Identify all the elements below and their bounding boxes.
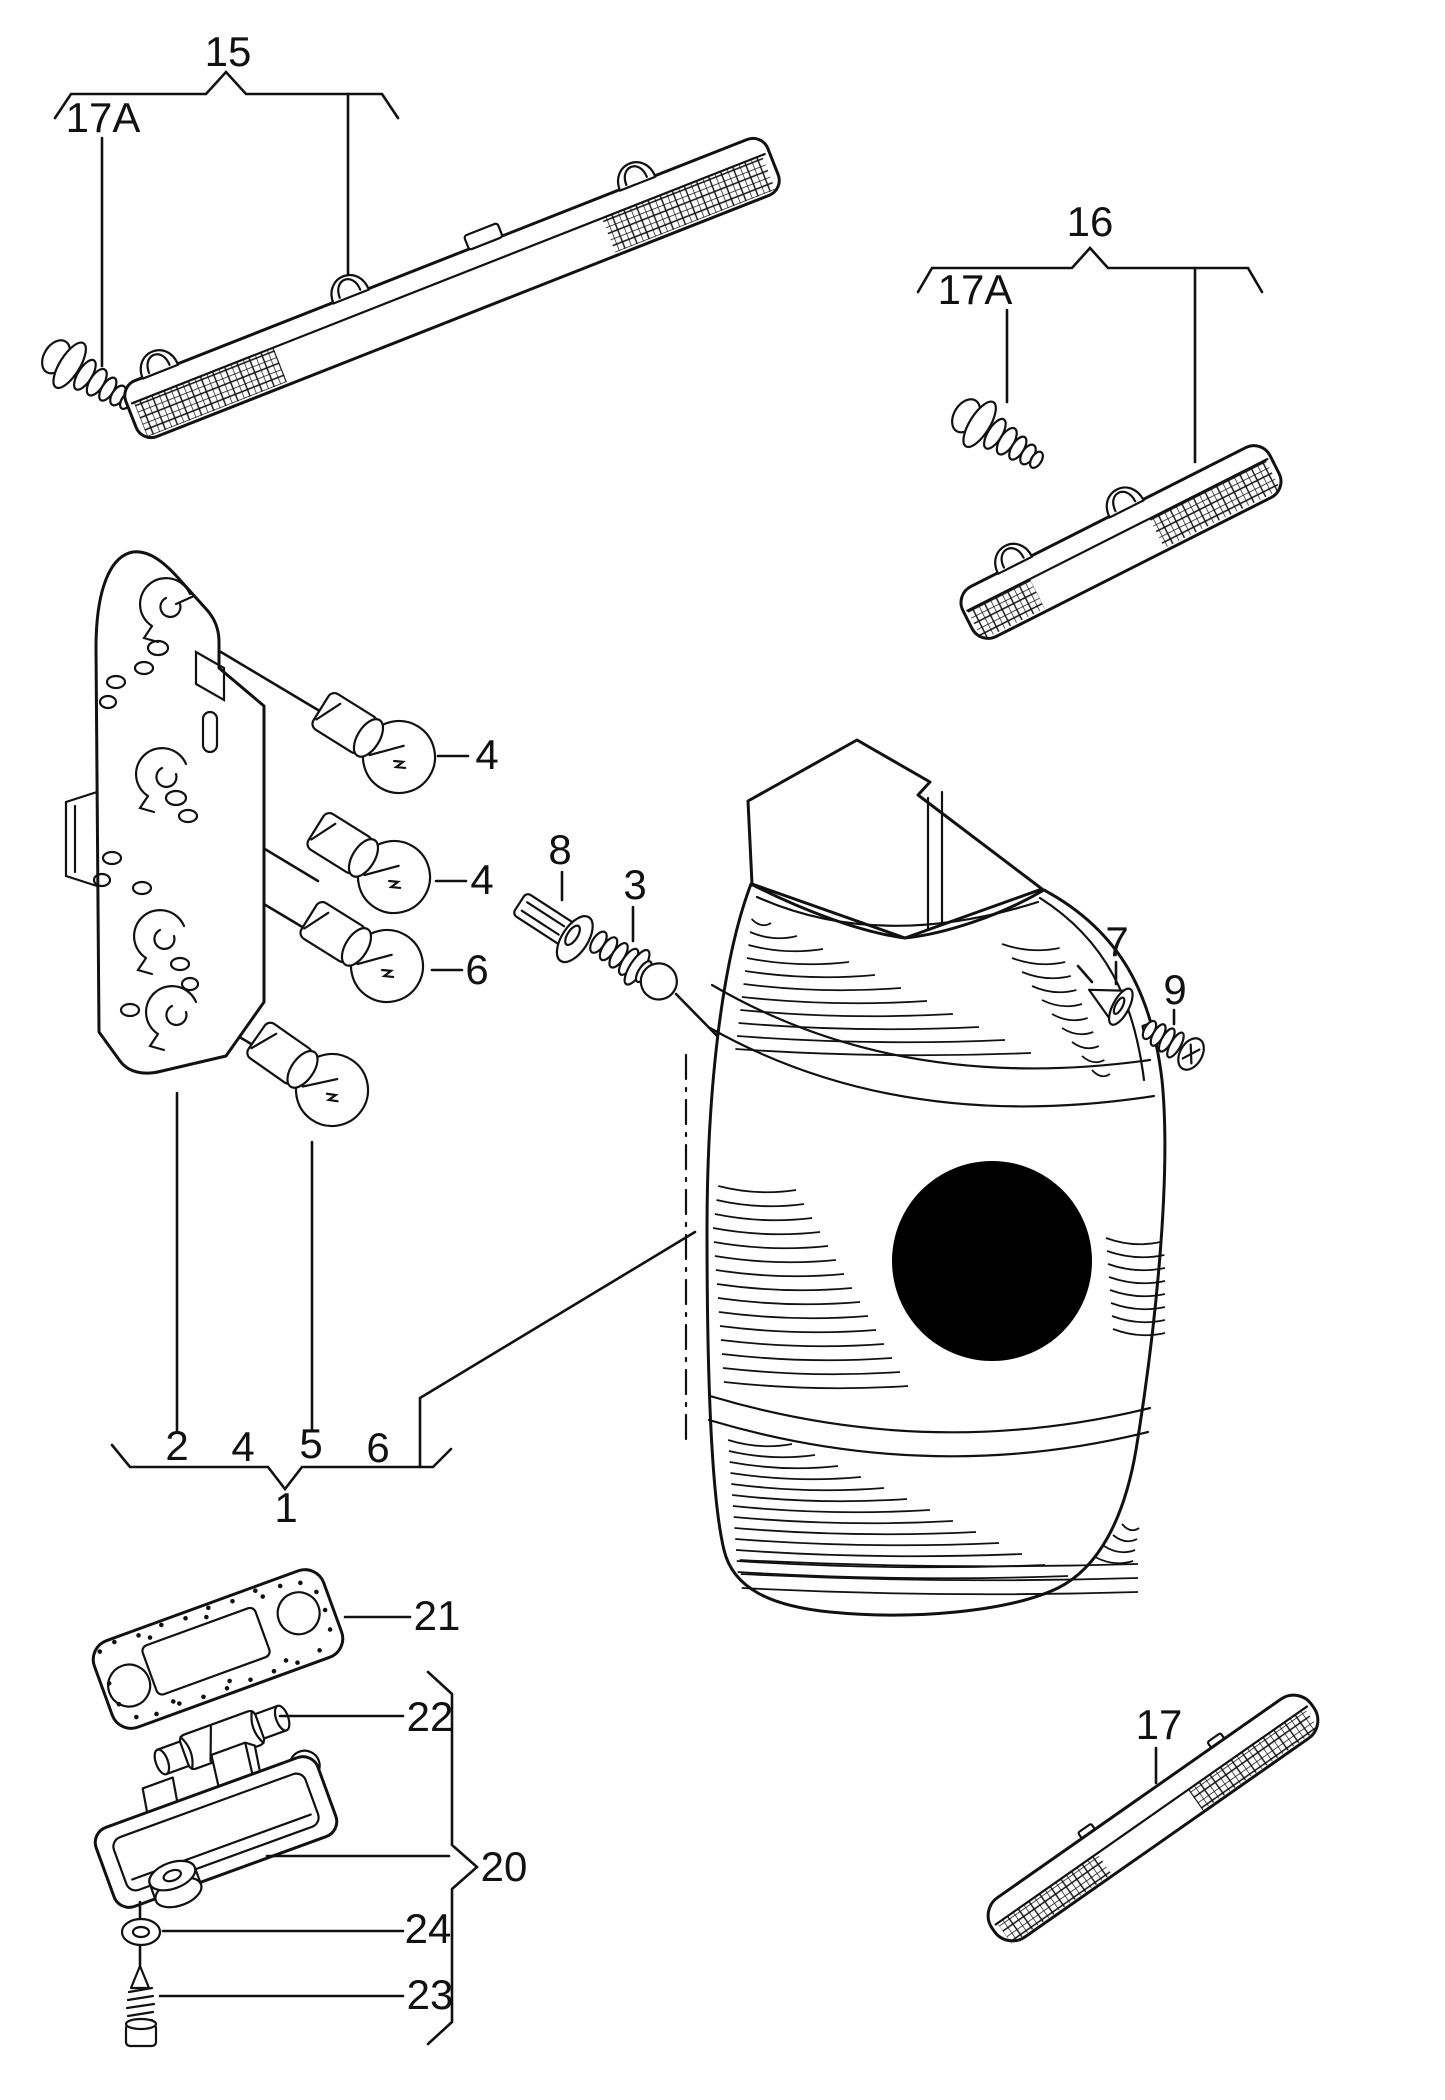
- label-2: 2: [165, 1422, 188, 1469]
- bulb-1: [300, 676, 450, 808]
- gasket-texture: [97, 1580, 333, 1720]
- label-17: 17: [1136, 1701, 1183, 1748]
- bulb-carrier-plate: [64, 550, 266, 1075]
- plate-light-housing-20: [93, 1741, 339, 1909]
- label-3: 3: [623, 861, 646, 908]
- label-1: 1: [274, 1484, 297, 1531]
- callout-15-bracket: [53, 70, 400, 368]
- washer-24: [120, 1900, 162, 1968]
- label-4a: 4: [475, 731, 498, 778]
- bracket-20: [426, 1670, 479, 2046]
- festoon-bulb-22: [153, 1704, 291, 1776]
- label-8: 8: [548, 826, 571, 873]
- screw-9: [1141, 1019, 1205, 1071]
- grommet-7: [1087, 987, 1134, 1026]
- brake-light-strip-15: [123, 136, 781, 440]
- label-5: 5: [299, 1420, 322, 1467]
- tick-7: [1076, 964, 1094, 984]
- callout-16-bracket: [916, 246, 1264, 464]
- strip-light-16: [959, 444, 1283, 641]
- socket-holes: [132, 577, 198, 1052]
- label-9: 9: [1163, 966, 1186, 1013]
- blackout-circle: [892, 1161, 1092, 1361]
- label-23: 23: [407, 1971, 454, 2018]
- label-15: 15: [205, 28, 252, 75]
- bulb-4: [234, 1006, 384, 1142]
- label-16: 16: [1067, 198, 1114, 245]
- label-6: 6: [465, 946, 488, 993]
- label-7: 7: [1105, 918, 1128, 965]
- lens-ribs: [712, 918, 1166, 1596]
- label-17a-right: 17A: [938, 266, 1013, 313]
- label-22: 22: [407, 1693, 454, 1740]
- spacer-8: [513, 893, 594, 964]
- label-4b: 4: [470, 856, 493, 903]
- label-21: 21: [414, 1592, 461, 1639]
- label-24: 24: [405, 1905, 452, 1952]
- tail-light-unit: [684, 738, 1167, 1617]
- callout-1-bracket: [110, 1230, 697, 1492]
- label-17a-left: 17A: [66, 94, 141, 141]
- screw-17a-right: [941, 386, 1056, 486]
- screw-3: [589, 930, 678, 1001]
- label-20: 20: [481, 1843, 528, 1890]
- gasket-21: [91, 1568, 345, 1730]
- screw-23: [124, 1964, 158, 2048]
- label-6b: 6: [366, 1424, 389, 1471]
- plate-cutouts: [92, 639, 226, 1018]
- screw-17a-left: [31, 327, 146, 427]
- reflector-strip-17: [986, 1693, 1320, 1944]
- label-4c: 4: [231, 1423, 254, 1470]
